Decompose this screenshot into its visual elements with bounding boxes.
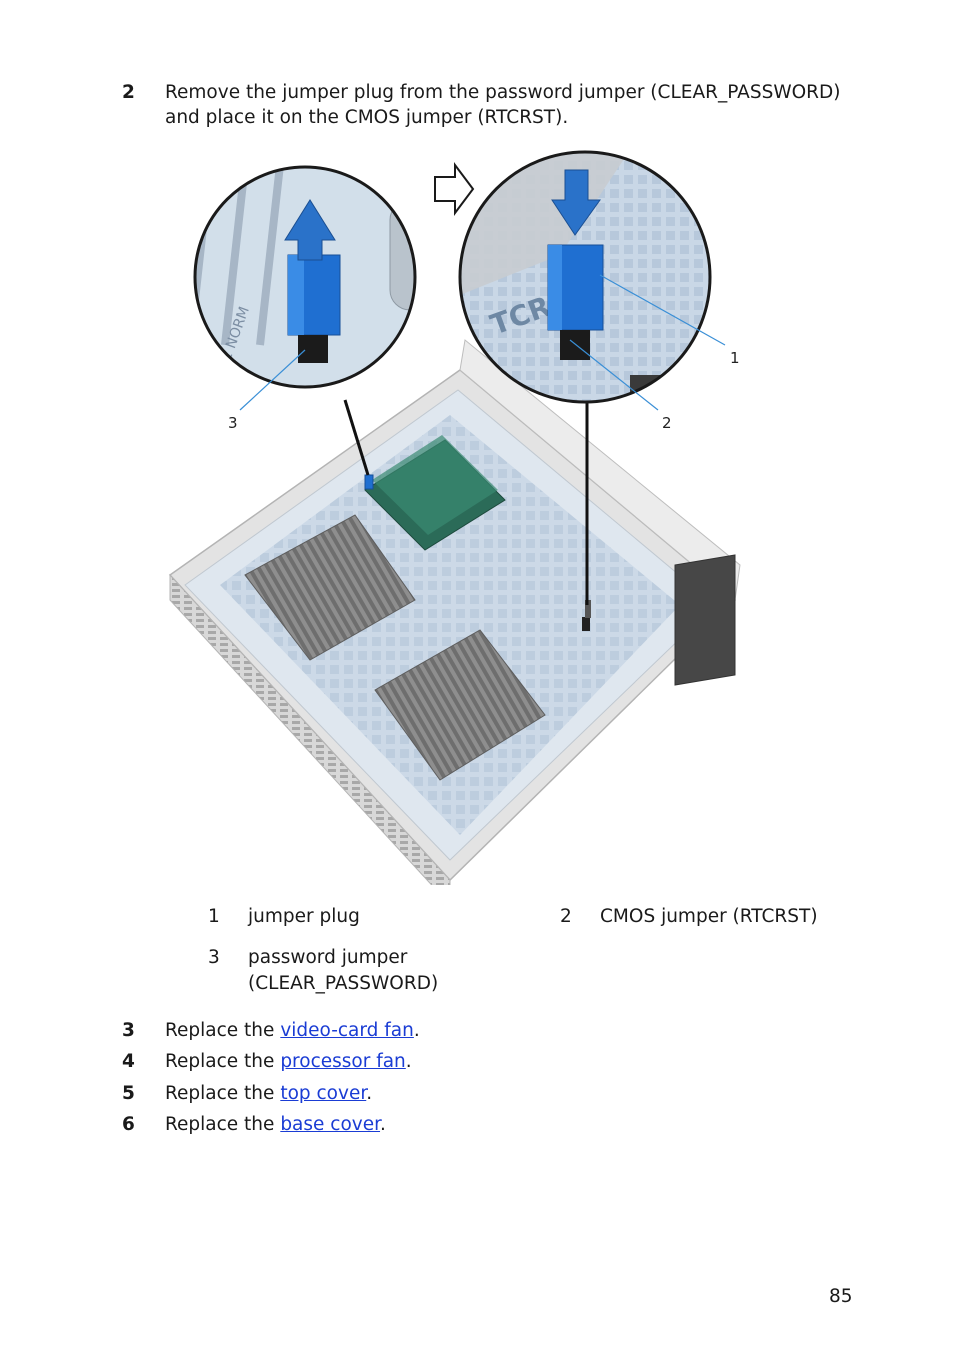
computer-chassis <box>168 339 741 907</box>
step-text: Replace the base cover. <box>165 1112 386 1137</box>
legend-text: CMOS jumper (RTCRST) <box>600 906 818 927</box>
jumper-illustration: 1-2 NORM TCR <box>160 145 760 907</box>
legend-number: 3 <box>208 947 220 968</box>
legend-number: 1 <box>208 906 220 927</box>
step-prefix: Replace the <box>165 1083 281 1104</box>
step-suffix: . <box>413 1020 420 1041</box>
base-cover-link[interactable]: base cover <box>280 1114 381 1135</box>
video-card-fan-link[interactable]: video-card fan <box>280 1020 414 1041</box>
legend-text-line1: password jumper <box>248 947 408 968</box>
step-2: 2 Remove the jumper plug from the passwo… <box>122 80 842 132</box>
processor-fan-link[interactable]: processor fan <box>280 1051 406 1072</box>
zoom-circle-password-jumper: 1-2 NORM <box>193 165 417 389</box>
step-number: 2 <box>122 82 135 103</box>
step-2-text: Remove the jumper plug from the password… <box>165 80 845 130</box>
callout-1: 1 <box>730 349 740 367</box>
legend-text-line2: (CLEAR_PASSWORD) <box>248 973 439 994</box>
step-number: 3 <box>122 1020 135 1041</box>
step-text: Replace the top cover. <box>165 1081 372 1106</box>
step-prefix: Replace the <box>165 1051 281 1072</box>
page-number: 85 <box>829 1286 853 1307</box>
step-text: Replace the video-card fan. <box>165 1018 420 1043</box>
step-prefix: Replace the <box>165 1020 281 1041</box>
step-2-line1: Remove the jumper plug from the password… <box>165 82 841 103</box>
callout-3: 3 <box>228 414 238 432</box>
legend-text: jumper plug <box>248 906 360 927</box>
arrow-right-icon <box>434 162 475 216</box>
top-cover-link[interactable]: top cover <box>280 1083 367 1104</box>
legend-number: 2 <box>560 906 572 927</box>
step-suffix: . <box>380 1114 386 1135</box>
step-number: 5 <box>122 1083 135 1104</box>
callout-2: 2 <box>662 414 672 432</box>
zoom-circle-cmos-jumper: TCR <box>458 150 712 404</box>
step-suffix: . <box>405 1051 412 1072</box>
step-2-line2: and place it on the CMOS jumper (RTCRST)… <box>165 107 569 128</box>
step-number: 4 <box>122 1051 135 1072</box>
legend-text: password jumper (CLEAR_PASSWORD) <box>248 945 438 997</box>
step-prefix: Replace the <box>165 1114 281 1135</box>
step-text: Replace the processor fan. <box>165 1049 412 1074</box>
step-suffix: . <box>366 1083 373 1104</box>
step-number: 6 <box>122 1114 135 1135</box>
